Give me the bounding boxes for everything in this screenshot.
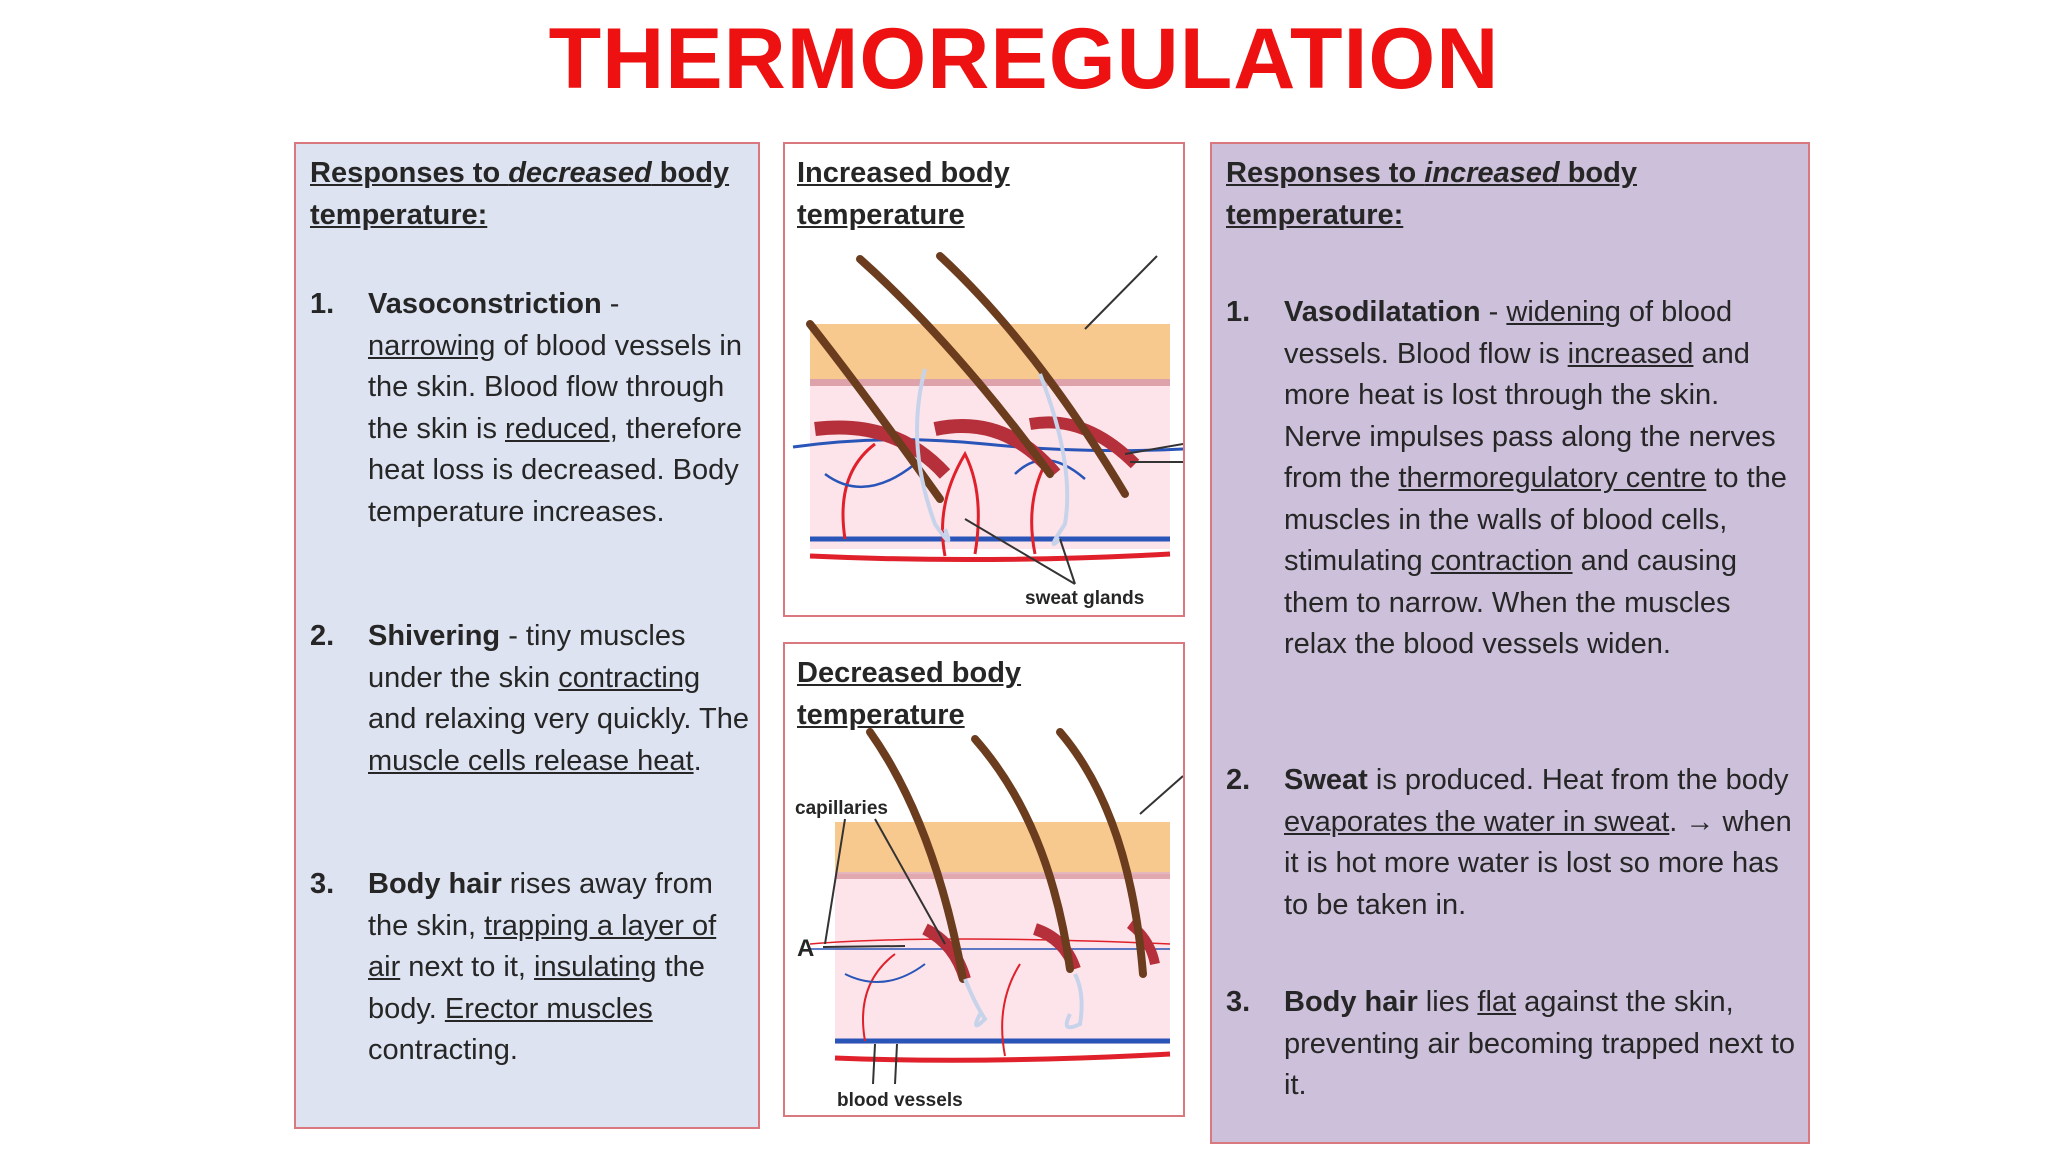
sweat-gland (963, 978, 988, 1028)
erector-muscle (1126, 920, 1160, 966)
sweat-gland (915, 368, 951, 543)
increased-temperature-figure: sweat glands Increased body temperature (783, 142, 1185, 617)
right-panel-heading: Responses to increased body temperature: (1226, 157, 1637, 231)
body-hair-flat-item: 3. Body hair lies flat against the skin,… (1226, 986, 1796, 1101)
skin-cross-section-dilated: sweat glands (792, 252, 1183, 609)
capillary-line (862, 953, 1021, 1057)
epidermis-base (835, 869, 1170, 879)
capillary-line (841, 442, 1047, 557)
left-panel-heading: Responses to decreased body temperature: (310, 157, 730, 231)
vasoconstriction-item: 1. Vasoconstriction - narrowing of blood… (310, 288, 742, 528)
dermis-layer (810, 379, 1170, 549)
decreased-temperature-panel: Responses to decreased body temperature:… (294, 142, 760, 1129)
shivering-item: 2. Shivering - tiny muscles under the sk… (310, 620, 749, 777)
increased-figure-title: Increased body temperature (797, 157, 1010, 231)
artery-line (809, 551, 1171, 563)
label-leader (1139, 775, 1183, 815)
vasodilatation-item: 1. Vasodilatation - widening of blood ve… (1226, 296, 1787, 660)
blood-vessels-label: blood vessels (837, 1090, 963, 1111)
decreased-figure-title: Decreased body temperature (797, 657, 1022, 731)
label-leader (1124, 443, 1183, 463)
hair-strand (1056, 728, 1147, 978)
label-leader (822, 945, 906, 948)
decreased-temperature-figure: capillaries A blood vessels Decreased bo… (783, 642, 1185, 1117)
sweat-glands-label: sweat glands (1025, 588, 1144, 609)
hair-strand (971, 735, 1074, 973)
capillaries-label: capillaries (795, 798, 888, 819)
point-a-label: A (797, 935, 814, 962)
sweat-gland (1064, 973, 1084, 1030)
arrow-icon: → (1685, 805, 1715, 838)
label-leader (964, 518, 1076, 585)
artery-line (834, 1051, 1171, 1063)
body-hair-rises-item: 3. Body hair rises away from the skin, t… (310, 868, 717, 1066)
sweat-gland (1038, 373, 1070, 546)
capillary-line (844, 963, 926, 983)
label-leader (1084, 255, 1158, 330)
label-leader (872, 1043, 898, 1085)
erector-muscle (814, 420, 951, 479)
sweat-item: 2. Sweat is produced. Heat from the body… (1226, 764, 1792, 921)
artery-line (809, 938, 1171, 945)
page-title: THERMOREGULATION (548, 11, 1500, 107)
skin-cross-section-constricted: capillaries A blood vessels (795, 728, 1183, 1111)
hair-strand (936, 252, 1129, 498)
fat-layer (810, 324, 1170, 379)
increased-temperature-panel: Responses to increased body temperature:… (1210, 142, 1810, 1144)
hair-strand (856, 255, 1054, 478)
hair-strand (866, 728, 967, 983)
label-leader (824, 818, 946, 945)
